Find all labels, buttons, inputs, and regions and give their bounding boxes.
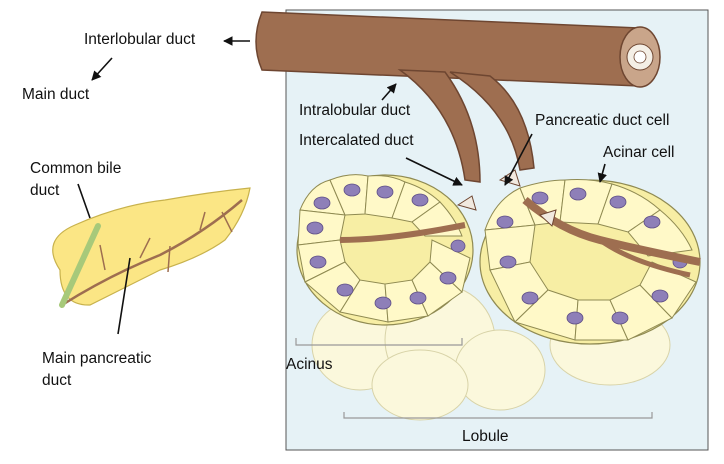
arrow-main-duct — [91, 57, 113, 81]
lobule-bracket — [343, 412, 653, 419]
arrow-intralobular — [381, 83, 397, 101]
interlobular-duct-shape — [255, 11, 661, 88]
label-acinar-cell: Acinar cell — [600, 143, 678, 163]
label-intralobular-duct: Intralobular duct — [296, 101, 414, 121]
common-bile-duct-shape — [59, 223, 101, 308]
arrow-bile — [77, 183, 91, 219]
label-common-bile: Common bile — [30, 160, 122, 177]
arrow-acinar-cell — [597, 163, 607, 183]
nuclei-left — [306, 183, 466, 310]
label-main-pancreatic: Main pancreatic — [42, 350, 152, 367]
right-lobule — [479, 179, 701, 345]
label-interlobular-duct: Interlobular duct — [84, 31, 196, 48]
label-main-duct: Main duct — [22, 86, 90, 103]
pancreas-organ — [52, 187, 251, 308]
label-intercalated-duct: Intercalated duct — [296, 131, 417, 151]
arrow-main-pancreatic — [117, 257, 131, 335]
label-acinus: Acinus — [286, 356, 333, 373]
label-pancreatic-duct-cell: Pancreatic duct cell — [532, 111, 673, 131]
arrow-intercalated — [405, 157, 463, 186]
left-lobule — [296, 174, 474, 326]
acinus-bracket — [295, 338, 463, 346]
label-main-pancreatic-duct: duct — [42, 372, 72, 389]
intralobular-duct-shape — [397, 69, 535, 183]
label-arrows — [77, 36, 607, 335]
label-common-bile-duct: duct — [30, 182, 60, 199]
label-lobule: Lobule — [462, 428, 509, 445]
arrow-duct-cell — [504, 133, 533, 186]
